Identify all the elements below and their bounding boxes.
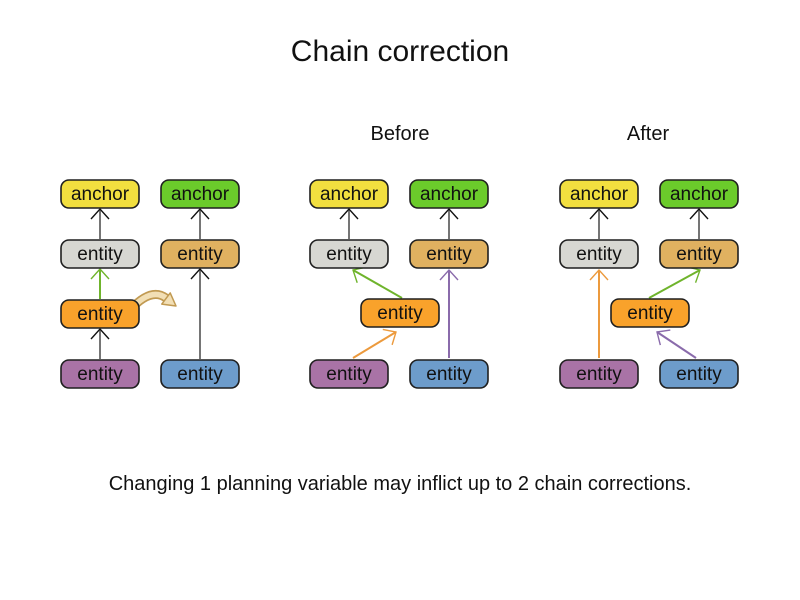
move-arrow-head (161, 292, 177, 307)
node-label: entity (326, 244, 372, 265)
after-group-label: After (627, 123, 670, 145)
node-entity-orange (60, 299, 140, 329)
node-label: entity (576, 244, 622, 265)
before-group-label: Before (371, 123, 430, 145)
node-entity-blue (659, 359, 739, 389)
node-entity-purple (309, 359, 389, 389)
caption: Changing 1 planning variable may inflict… (109, 473, 692, 495)
node-label: anchor (171, 184, 230, 205)
node-entity-purple (60, 359, 140, 389)
arrow-before-orange-to-gray-green (352, 266, 403, 299)
node-label: entity (676, 244, 722, 265)
node-label: entity (377, 303, 423, 324)
node-label: entity (77, 304, 123, 325)
node-label: entity (676, 364, 722, 385)
node-label: anchor (670, 184, 729, 205)
page-title: Chain correction (291, 35, 509, 68)
node-anchor-yellow (559, 179, 639, 209)
node-anchor-green (160, 179, 240, 209)
node-label: anchor (320, 184, 379, 205)
group-initial: anchor entity entity entity anchor entit… (60, 179, 240, 389)
node-label: entity (326, 364, 372, 385)
node-label: entity (576, 364, 622, 385)
node-entity-blue (409, 359, 489, 389)
node-entity-tan (409, 239, 489, 269)
node-entity-orange-middle (360, 298, 440, 328)
node-label: entity (177, 244, 223, 265)
node-entity-orange-middle (610, 298, 690, 328)
node-label: entity (77, 364, 123, 385)
node-label: anchor (570, 184, 629, 205)
node-entity-tan (659, 239, 739, 269)
node-label: entity (77, 244, 123, 265)
node-label: entity (426, 364, 472, 385)
node-entity-tan (160, 239, 240, 269)
arrow-after-orange-to-tan-green (648, 266, 701, 299)
node-anchor-green (409, 179, 489, 209)
node-label: entity (426, 244, 472, 265)
node-anchor-yellow (309, 179, 389, 209)
node-anchor-green (659, 179, 739, 209)
arrow-before-purple-to-orange (352, 328, 397, 359)
group-before: anchor entity entity anchor entity entit… (309, 179, 489, 389)
node-label: anchor (71, 184, 130, 205)
node-label: anchor (420, 184, 479, 205)
node-label: entity (627, 303, 673, 324)
node-label: entity (177, 364, 223, 385)
node-entity-gray (559, 239, 639, 269)
node-entity-gray (309, 239, 389, 269)
arrow-after-blue-to-orange-purple (656, 329, 697, 359)
node-entity-purple (559, 359, 639, 389)
group-after: anchor entity entity anchor entity entit… (559, 179, 739, 389)
node-anchor-yellow (60, 179, 140, 209)
node-entity-blue (160, 359, 240, 389)
node-entity-gray (60, 239, 140, 269)
